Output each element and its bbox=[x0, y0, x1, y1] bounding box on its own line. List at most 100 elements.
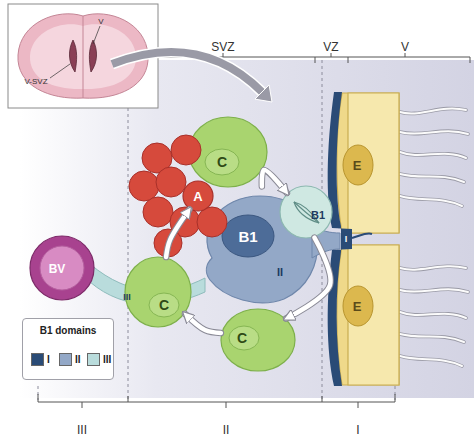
domain-label: I bbox=[345, 235, 348, 244]
connector-outline bbox=[166, 209, 189, 257]
connector-outline bbox=[286, 238, 330, 319]
zone-label: II bbox=[223, 424, 230, 436]
cell-nucleus bbox=[222, 215, 274, 257]
leader-line bbox=[50, 64, 70, 78]
cell-label: C bbox=[237, 331, 247, 345]
connector-outline bbox=[185, 314, 221, 333]
cell-body bbox=[125, 257, 191, 327]
cell-body bbox=[30, 236, 94, 300]
niche-background bbox=[20, 60, 474, 398]
cilium bbox=[400, 196, 462, 206]
transit-amplifying-cell: C bbox=[188, 116, 268, 188]
zone-bracket bbox=[223, 53, 405, 57]
dividing-b1-cell: B1 bbox=[279, 185, 333, 239]
cilium bbox=[400, 289, 468, 292]
cell-nucleus bbox=[205, 149, 239, 175]
legend-text: I bbox=[47, 354, 50, 365]
neuroblast-cell bbox=[129, 171, 159, 201]
cell-body bbox=[280, 186, 332, 238]
legend-item: III bbox=[87, 353, 111, 366]
cell-label: C bbox=[217, 155, 227, 169]
lateral-ventricle bbox=[69, 40, 76, 72]
cilium bbox=[400, 334, 464, 342]
cilium bbox=[400, 312, 466, 318]
cilium bbox=[400, 356, 462, 366]
zone-bracket bbox=[315, 57, 348, 63]
neuroblast-cell bbox=[154, 229, 182, 257]
zone-label: V bbox=[401, 41, 409, 53]
inset-label: V bbox=[98, 18, 103, 26]
zone-label: III bbox=[77, 424, 87, 436]
lineage-arrow bbox=[166, 209, 189, 257]
cilium bbox=[400, 152, 466, 158]
legend-title: B1 domains bbox=[40, 326, 97, 336]
cell-label: B1 bbox=[238, 229, 257, 244]
cell-label: E bbox=[353, 159, 362, 172]
zone-label: I bbox=[356, 424, 359, 436]
cell-label: BV bbox=[49, 263, 66, 275]
node-outline bbox=[336, 92, 400, 234]
neuroblast-cell bbox=[156, 167, 186, 197]
cell-body bbox=[337, 93, 399, 233]
cilium bbox=[400, 131, 468, 134]
transit-amplifying-cell: C bbox=[220, 308, 296, 372]
legend-item: I bbox=[31, 353, 50, 366]
zoom-arrow-head bbox=[255, 85, 272, 102]
cilium bbox=[400, 266, 466, 269]
domain-bracket bbox=[82, 402, 358, 408]
cilium bbox=[400, 131, 468, 134]
brain-midline bbox=[83, 16, 84, 98]
cell-label: E bbox=[353, 300, 362, 313]
cell-nucleus bbox=[229, 326, 259, 350]
cell-label: A bbox=[193, 190, 202, 203]
legend-text: II bbox=[75, 354, 81, 365]
cilium bbox=[400, 356, 462, 366]
domain-label: II bbox=[277, 267, 283, 278]
legend-text: III bbox=[103, 354, 111, 365]
cell-nucleus bbox=[40, 246, 84, 290]
zone-label: SVZ bbox=[211, 41, 234, 53]
node-outline bbox=[336, 244, 400, 386]
zoom-arrow bbox=[112, 52, 262, 92]
ependymal-cell: E bbox=[336, 92, 400, 234]
leader-line bbox=[93, 26, 100, 44]
legend-swatch bbox=[31, 353, 44, 366]
cell-detail bbox=[348, 93, 399, 233]
cilium bbox=[400, 174, 464, 182]
primary-cilium bbox=[352, 233, 372, 238]
neuroblast-cell: A bbox=[182, 180, 214, 212]
cilium bbox=[400, 174, 464, 182]
cell-nucleus bbox=[343, 145, 373, 185]
inset-label: V-SVZ bbox=[24, 78, 47, 86]
cilium bbox=[400, 108, 466, 113]
node-outline bbox=[188, 116, 268, 188]
neuroblast-cell bbox=[170, 207, 200, 237]
cell-label: B1 bbox=[311, 210, 325, 221]
zone-bracket bbox=[128, 57, 470, 63]
zone-label: VZ bbox=[323, 41, 338, 53]
cilium bbox=[400, 312, 466, 318]
domain-bracket bbox=[38, 394, 395, 402]
legend-swatch bbox=[87, 353, 100, 366]
domain-label: III bbox=[123, 293, 131, 302]
neuroblast-cell bbox=[142, 143, 172, 173]
cilium bbox=[400, 289, 468, 292]
lineage-arrow bbox=[185, 314, 221, 333]
cilium bbox=[400, 152, 466, 158]
cell-body bbox=[183, 181, 213, 211]
lateral-ventricle bbox=[89, 40, 96, 72]
domain-bracket bbox=[128, 396, 322, 402]
cell-nucleus bbox=[149, 293, 179, 317]
cilium bbox=[400, 266, 466, 269]
cilium bbox=[400, 334, 464, 342]
legend-swatch bbox=[59, 353, 72, 366]
blood-vessel: BV bbox=[29, 235, 95, 301]
transit-amplifying-cell: C bbox=[124, 256, 192, 328]
cell-body bbox=[189, 117, 267, 187]
legend-item: II bbox=[59, 353, 81, 366]
neuroblast-cell bbox=[143, 197, 173, 227]
cell-body bbox=[221, 309, 295, 371]
lineage-arrow bbox=[262, 170, 287, 193]
node-outline bbox=[124, 256, 192, 328]
